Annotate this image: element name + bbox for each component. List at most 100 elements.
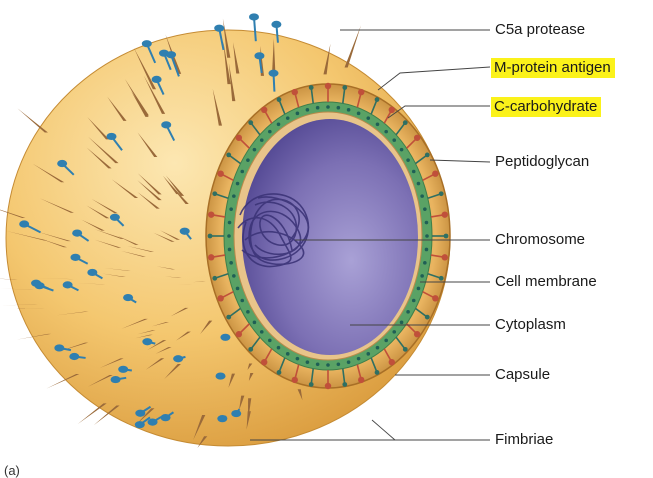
fimbria (193, 415, 206, 440)
m-protein (422, 290, 439, 302)
c5a-protease (62, 281, 79, 292)
peptidoglycan-bead (227, 234, 231, 238)
c5a-protease (19, 220, 41, 234)
fimbria (39, 198, 74, 213)
fimbria (81, 219, 105, 231)
fimbria (135, 408, 155, 425)
m-protein (422, 170, 439, 182)
m-protein (208, 211, 226, 218)
fimbria (247, 363, 253, 370)
fimbria (137, 173, 162, 195)
c5a-protease (231, 408, 242, 418)
peptidoglycan-bead (252, 320, 257, 325)
m-protein (324, 370, 332, 390)
peptidoglycan-bead (366, 352, 371, 356)
peptidoglycan-bead (326, 105, 330, 109)
fimbria (145, 358, 165, 370)
c5a-protease (142, 338, 156, 346)
c-carbohydrate (415, 307, 430, 320)
fimbria (169, 183, 189, 205)
c-carbohydrate (415, 152, 430, 165)
peptidoglycan-bead (276, 122, 281, 127)
fimbria (137, 132, 158, 158)
fimbria (107, 96, 127, 121)
leader-fimbriae-b (371, 419, 396, 441)
c-carbohydrate (370, 97, 380, 115)
peptidoglycan-bead (295, 111, 300, 116)
c-carbohydrate (432, 233, 449, 239)
peptidoglycan-bead (235, 286, 240, 291)
peptidoglycan-bead (399, 320, 404, 325)
peptidoglycan-bead (366, 116, 371, 120)
peptidoglycan-bead (420, 194, 424, 198)
fimbria (94, 239, 122, 248)
fimbria (86, 205, 110, 219)
c5a-protease (248, 13, 259, 42)
c5a-protease (118, 365, 132, 373)
fimbria (200, 320, 213, 335)
c5a-protease (54, 344, 72, 352)
peptidoglycan-bead (384, 129, 388, 134)
fimbria (103, 267, 131, 271)
peptidoglycan-bead (406, 310, 410, 314)
fimbria (86, 147, 112, 169)
peptidoglycan-bead (356, 111, 361, 116)
label-m-protein-antigen: M-protein antigen (491, 58, 615, 78)
fimbria (6, 231, 48, 241)
peptidoglycan-bead (424, 247, 429, 252)
c-carbohydrate (226, 307, 241, 320)
panel-letter: (a) (4, 463, 20, 478)
peptidoglycan-bead (375, 345, 380, 350)
c5a-protease (72, 229, 90, 242)
label-capsule: Capsule (495, 366, 551, 383)
m-protein (430, 211, 448, 218)
c5a-protease-layer (19, 13, 282, 429)
fimbria (102, 273, 126, 277)
peptidoglycan-bead (356, 356, 361, 361)
fimbria (164, 276, 182, 278)
peptidoglycan-bead (229, 261, 233, 265)
peptidoglycan-bead (305, 360, 310, 364)
c5a-protease (220, 333, 231, 341)
fimbria (192, 281, 206, 283)
peptidoglycan-bead (424, 220, 429, 225)
peptidoglycan-bead (268, 129, 272, 134)
c-carbohydrate (226, 152, 241, 165)
c-carbohydrate (308, 368, 314, 387)
fimbria (126, 245, 155, 252)
c5a-protease (106, 132, 123, 151)
leader-mprotein (377, 66, 491, 91)
peptidoglycan-bead (305, 108, 310, 112)
c5a-protease (268, 69, 279, 92)
peptidoglycan-bead (423, 207, 427, 211)
fimbria (124, 78, 149, 116)
fimbria (165, 34, 182, 74)
fimbria (135, 334, 153, 339)
cytoplasm (242, 119, 418, 355)
fimbria (223, 41, 231, 85)
fimbria (212, 88, 222, 126)
peptidoglycan-bead (346, 360, 351, 364)
c5a-protease (173, 355, 186, 363)
fimbria (137, 330, 156, 335)
fimbria (0, 303, 38, 306)
fimbria (239, 395, 245, 411)
c5a-protease (69, 352, 86, 361)
fimbria (131, 90, 149, 117)
peptidoglycan-bead (252, 147, 257, 152)
fimbria (248, 372, 254, 381)
peptidoglycan-bead (315, 105, 320, 110)
peptidoglycan-bead (392, 330, 397, 334)
peptidoglycan-bead (240, 169, 245, 174)
c-carbohydrate (395, 336, 408, 352)
c5a-protease (147, 416, 162, 426)
fimbria (170, 307, 189, 317)
peptidoglycan-bead (384, 338, 388, 343)
fimbria (228, 373, 236, 388)
m-protein (261, 348, 273, 366)
c5a-protease (141, 40, 157, 64)
peptidoglycan-bead (235, 181, 240, 186)
peptidoglycan-bead (232, 274, 236, 278)
c5a-protease (109, 213, 125, 227)
